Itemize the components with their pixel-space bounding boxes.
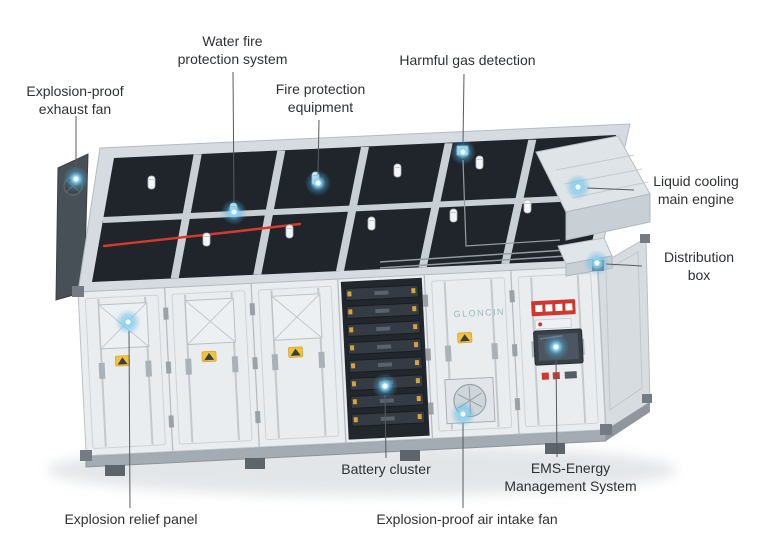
red-pipe [102, 222, 302, 248]
roof-assembly [77, 123, 631, 293]
marker-air-intake [449, 400, 477, 428]
label-explosion-relief: Explosion relief panel [64, 511, 198, 527]
label-air-intake: Explosion-proof air intake fan [376, 511, 558, 527]
label-distribution-box: Distribution box [663, 249, 735, 283]
label-liquid-cooling: Liquid cooling main engine [653, 173, 739, 207]
danger-sticker [531, 299, 576, 317]
warning-stickers [114, 332, 473, 367]
label-water-fire: Water fire protection system [177, 33, 288, 67]
explosion-relief-panel-unit [98, 293, 323, 350]
label-ems: EMS-Energy Management System [504, 460, 637, 494]
marker-distribution-box [583, 249, 611, 277]
label-harmful-gas: Harmful gas detection [399, 52, 536, 68]
marker-exhaust-fan [62, 165, 90, 193]
battery-cluster-unit [340, 277, 430, 440]
brand-logo: GLONCIN [453, 307, 505, 320]
marker-fire-equipment [304, 169, 332, 197]
leader-lines [75, 71, 643, 509]
gas-pipes [379, 159, 567, 269]
info-sticker [534, 317, 572, 330]
front-face: GLONCIN [77, 265, 607, 457]
marker-liquid-cooling [564, 173, 592, 201]
marker-battery-cluster [371, 372, 399, 400]
marker-harmful-gas [449, 138, 477, 166]
label-battery-cluster: Battery cluster [341, 461, 431, 477]
marker-ems [542, 333, 570, 361]
liquid-cooling-unit [535, 135, 651, 241]
marker-explosion-relief [114, 308, 142, 336]
door-outlines [84, 272, 599, 449]
door-hinges [163, 290, 521, 428]
label-exhaust-fan: Explosion-proof exhaust fan [26, 83, 124, 117]
marker-water-fire [220, 198, 248, 226]
label-fire-equipment: Fire protection equipment [275, 81, 366, 115]
right-face [597, 234, 652, 431]
